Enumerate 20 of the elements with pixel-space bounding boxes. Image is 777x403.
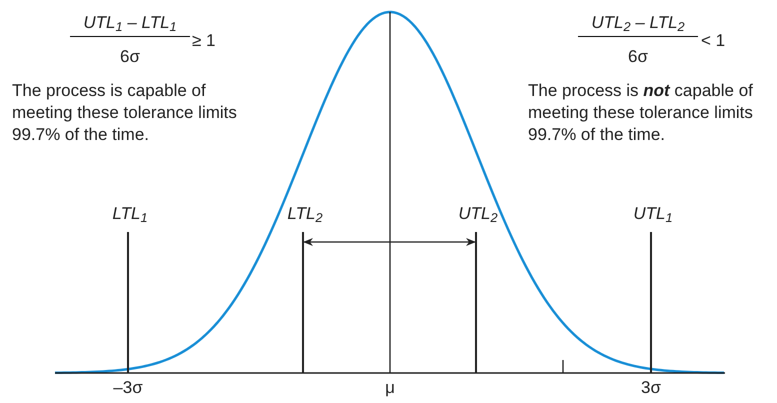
limit-label: LTL$_{2}$ [286, 203, 324, 225]
limit-line [650, 232, 652, 373]
axis-label: –3σ [112, 377, 144, 399]
limit-label: LTL$_{1}$ [111, 203, 149, 225]
double-arrow [303, 238, 476, 246]
limit-line [475, 232, 477, 373]
formula-denominator: 6σ [627, 46, 649, 68]
axis-label: 3σ [640, 377, 662, 399]
formula-numerator: UTL$_{2}$ – LTL$_{2}$ [578, 12, 698, 37]
inequality-term: < 1 [701, 30, 726, 52]
formula-numerator: UTL$_{1}$ – LTL$_{1}$ [70, 12, 190, 37]
limit-line [127, 232, 129, 373]
limit-line [302, 232, 304, 373]
limit-label: UTL$_{2}$ [457, 203, 499, 225]
capability-note: The process is capable of meeting these tolerance limits 99.7% of the time. [12, 80, 238, 146]
formula-denominator: 6σ [119, 46, 141, 68]
capability-note: The process is not capable of meeting these tolerance limits 99.7% of the time. [528, 80, 754, 146]
limit-label: UTL$_{1}$ [632, 203, 674, 225]
inequality-term: ≥ 1 [192, 30, 217, 52]
axis-label: μ [384, 377, 396, 399]
